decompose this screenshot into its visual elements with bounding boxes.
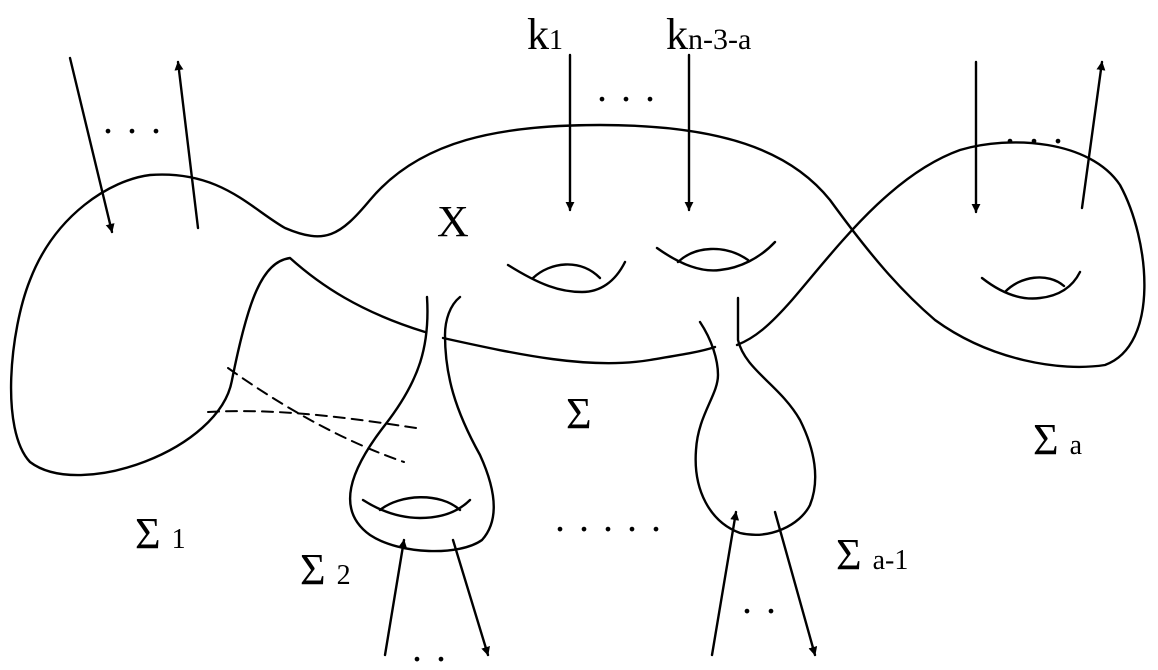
handle-sigma-a-arc xyxy=(1003,276,1066,294)
dashed-curve-2 xyxy=(207,410,417,429)
label-sigma-a-sub: a xyxy=(1069,430,1083,461)
dots-bottom-right-pair: .. xyxy=(742,577,790,622)
label-sigma-2: Σ 2 xyxy=(300,548,351,592)
label-sigma-1: Σ 1 xyxy=(135,512,186,556)
label-Sigma: Σ xyxy=(566,389,592,438)
dots-top-middle: ... xyxy=(597,65,669,110)
outer-boundary xyxy=(9,123,1146,477)
sigma1-incoming-arrow xyxy=(68,56,115,234)
handle-sigma2-arc xyxy=(378,496,462,512)
handle-sigma2-smile xyxy=(361,498,472,520)
sigma2-neck-left xyxy=(348,295,495,553)
sigma-a-outgoing-arrow xyxy=(1080,60,1106,210)
label-sigma-1-sub: 1 xyxy=(171,524,186,555)
sigma1-outgoing-arrow xyxy=(174,60,200,230)
handle-central-2-arc xyxy=(676,247,750,264)
label-sigma-2-sub: 2 xyxy=(336,560,351,591)
body-bottom-edge xyxy=(441,336,717,365)
label-sigma-a1-main: Σ xyxy=(836,530,862,579)
label-sigma-a1: Σ a-1 xyxy=(836,533,908,577)
label-k1-sub: 1 xyxy=(549,25,563,56)
dots-bottom-left-pair: .. xyxy=(412,625,460,670)
label-sigma-a-main: Σ xyxy=(1033,415,1059,464)
sigma-a1-incoming-arrow xyxy=(710,510,740,657)
dashed-curve-1 xyxy=(227,367,405,463)
sigma2-incoming-arrow xyxy=(383,538,408,657)
dots-top-left: ... xyxy=(103,97,175,142)
handle-sigma-a-smile xyxy=(980,270,1082,300)
handle-central-1-arc xyxy=(531,263,602,280)
label-sigma-a: Σ a xyxy=(1033,418,1082,462)
dots-top-right: ... xyxy=(1005,107,1077,152)
handle-central-1-smile xyxy=(506,260,627,294)
label-sigma-2-main: Σ xyxy=(300,545,326,594)
sigma-a1-outgoing-arrow xyxy=(773,510,818,657)
label-k1-main: k xyxy=(527,10,549,59)
sigma-a1-neck xyxy=(694,296,817,536)
label-sigma-a1-sub: a-1 xyxy=(872,545,909,576)
label-kn-main: k xyxy=(666,10,688,59)
label-k1: k1 xyxy=(527,13,563,57)
sigma2-outgoing-arrow xyxy=(451,538,490,657)
label-sigma-1-main: Σ xyxy=(135,509,161,558)
handle-central-2-smile xyxy=(655,240,777,272)
dots-bottom-middle: ..... xyxy=(555,495,675,540)
label-kn-sub: n-3-a xyxy=(688,23,752,56)
label-X: X xyxy=(437,197,469,246)
label-kn: kn-3-a xyxy=(666,13,751,57)
